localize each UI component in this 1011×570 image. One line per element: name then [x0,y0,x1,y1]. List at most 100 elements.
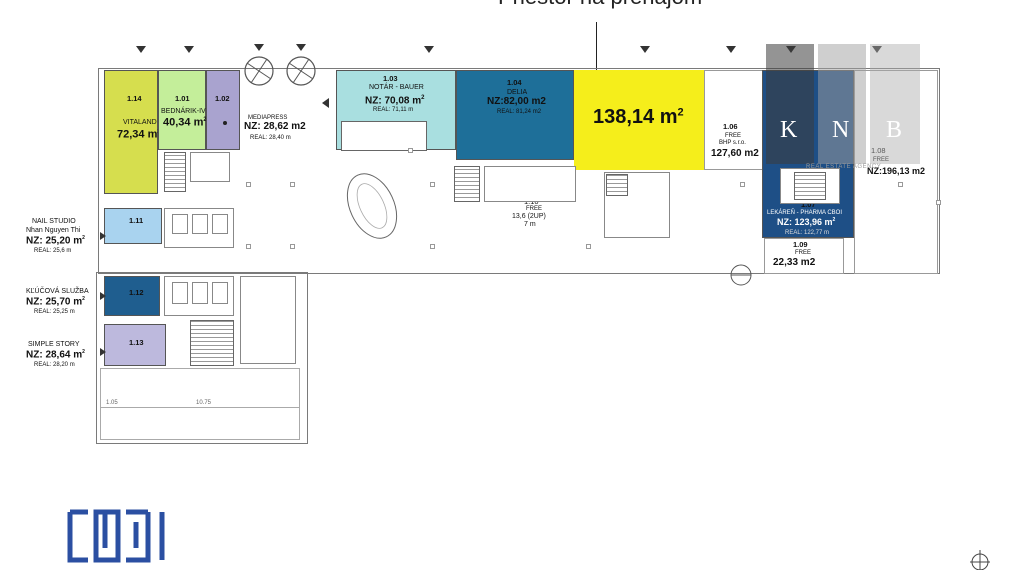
lift [192,214,208,234]
entrance-arrow-icon [254,44,264,51]
unit-nz: NZ: 70,08 m2 [365,95,425,107]
unit-tenant: NOTÁR - BAUER [369,84,424,91]
side-arrow-icon [322,98,329,108]
watermark-caption: REAL ESTATE AGENCY [806,164,882,170]
unit-code: 1.12 [129,288,144,297]
column [430,244,435,249]
column [290,244,295,249]
unit-1-14[interactable]: 1.14 VITALAND 72,34 m2 [104,70,161,194]
unit-tenant: LEKÁREŇ - PHARMA CBOI [767,210,843,216]
column [936,200,941,205]
unit-area: 13,6 (2UP) [512,213,546,220]
unit-1-11-tenant-2: Nhan Nguyen Thi [26,227,81,234]
revolving-door-icon [286,56,316,86]
unit-1-02-real: REAL: 28,40 m [250,135,291,141]
unit-nz: NZ: 123,96 m2 [777,217,836,227]
unit-area-2: 7 m [524,221,536,228]
column [430,182,435,187]
unit-1-03[interactable]: 1.03 NOTÁR - BAUER NZ: 70,08 m2 REAL: 71… [336,70,456,151]
unit-1-13[interactable]: 1.13 [104,324,166,366]
watermark-b: B [886,117,903,143]
service-room [190,152,230,182]
building-outline-south-wing [96,272,308,444]
unit-nz: NZ:82,00 m2 [487,96,546,107]
unit-1-04[interactable]: 1.04 DELIA NZ:82,00 m2 REAL: 81,24 m2 [456,70,574,160]
unit-1-01[interactable]: 1.01 BEDNÁRIK-IVÁNI 40,34 m2 [158,70,217,150]
unit-nz: NZ:196,13 m2 [867,166,926,176]
unit-status: FREE [795,250,812,256]
unit-area: 127,60 m2 [711,148,759,159]
unit-area: 72,34 m2 [117,128,161,141]
unit-1-13-nz: NZ: 28,64 m2 [26,349,85,361]
unit-1-12[interactable]: 1.12 [104,276,160,316]
north-arrow-icon [970,550,990,570]
unit-1-11[interactable]: 1.11 [104,208,162,244]
room-outline [341,121,427,151]
lobby-sculpture [346,173,398,239]
service-room [484,166,576,202]
unit-code: 1.09 [793,240,808,249]
column [408,148,413,153]
unit-1-09[interactable]: 1.09 FREE 22,33 m2 [764,238,844,274]
unit-code: 1.06 [723,122,738,131]
column [898,182,903,187]
lift [212,214,228,234]
entrance-arrow-icon [184,46,194,53]
unit-code: 1.04 [507,78,522,87]
unit-code: 1.02 [215,94,230,103]
unit-area: 22,33 m2 [773,257,816,268]
dim-line [100,407,300,408]
unit-real: REAL: 81,24 m2 [497,109,542,115]
company-logo [67,509,165,563]
revolving-door-icon [244,56,274,86]
unit-real: REAL: 122,77 m [785,230,830,236]
page-title: Priestor na prenájom [498,0,702,8]
entrance-arrow-icon [296,44,306,51]
column [246,182,251,187]
unit-1-08[interactable]: 1.08 FREE NZ:196,13 m2 [854,70,938,274]
unit-marker-dot [223,121,227,125]
unit-1-10[interactable]: 1.10 FREE 13,6 (2UP) 7 m [500,198,564,228]
title-pointer-line [596,22,597,88]
unit-code: 1.07 [801,200,816,209]
staircase [190,320,234,366]
lift [172,214,188,234]
unit-tenant: BEDNÁRIK-IVÁNI [161,108,218,115]
lift [172,282,188,304]
unit-1-02[interactable]: 1.02 [206,70,240,150]
unit-1-11-real: REAL: 25,6 m [34,248,72,254]
unit-code: 1.13 [129,338,144,347]
service-room [240,276,296,364]
staircase [454,166,480,202]
unit-1-12-tenant: KĽÚČOVÁ SLUŽBA [26,288,89,295]
unit-1-02-nz: NZ: 28,62 m2 [244,121,306,132]
side-arrow-icon [100,348,106,356]
lift [192,282,208,304]
building-outline-main [98,68,940,274]
rotunda-door-icon [730,264,752,286]
entrance-arrow-icon [726,46,736,53]
available-area: 138,14 m2 [593,106,684,128]
column [586,244,591,249]
dim-label-2: 10.75 [196,400,212,406]
unit-code: 1.14 [127,94,142,103]
column [740,182,745,187]
entrance-arrow-icon [136,46,146,53]
available-space-highlight[interactable]: 138,14 m2 [574,70,704,170]
unit-real: REAL: 71,11 m [373,107,414,113]
staircase [606,174,628,196]
unit-1-11-nz: NZ: 25,20 m2 [26,235,85,247]
side-arrow-icon [100,292,106,300]
column [290,182,295,187]
staircase [794,172,826,200]
unit-tenant: BHP s.r.o. [719,140,746,146]
south-wing-inner [100,368,300,440]
unit-1-06[interactable]: 1.06 FREE BHP s.r.o. 127,60 m2 [704,70,764,170]
unit-area: 40,34 m2 [163,116,207,129]
watermark-b-block: B [870,44,920,164]
unit-status: FREE [725,133,742,139]
unit-1-13-tenant: SIMPLE STORY [28,341,80,348]
unit-code: 1.01 [175,94,190,103]
unit-tenant: VITALAND [123,119,157,126]
entrance-arrow-icon [640,46,650,53]
